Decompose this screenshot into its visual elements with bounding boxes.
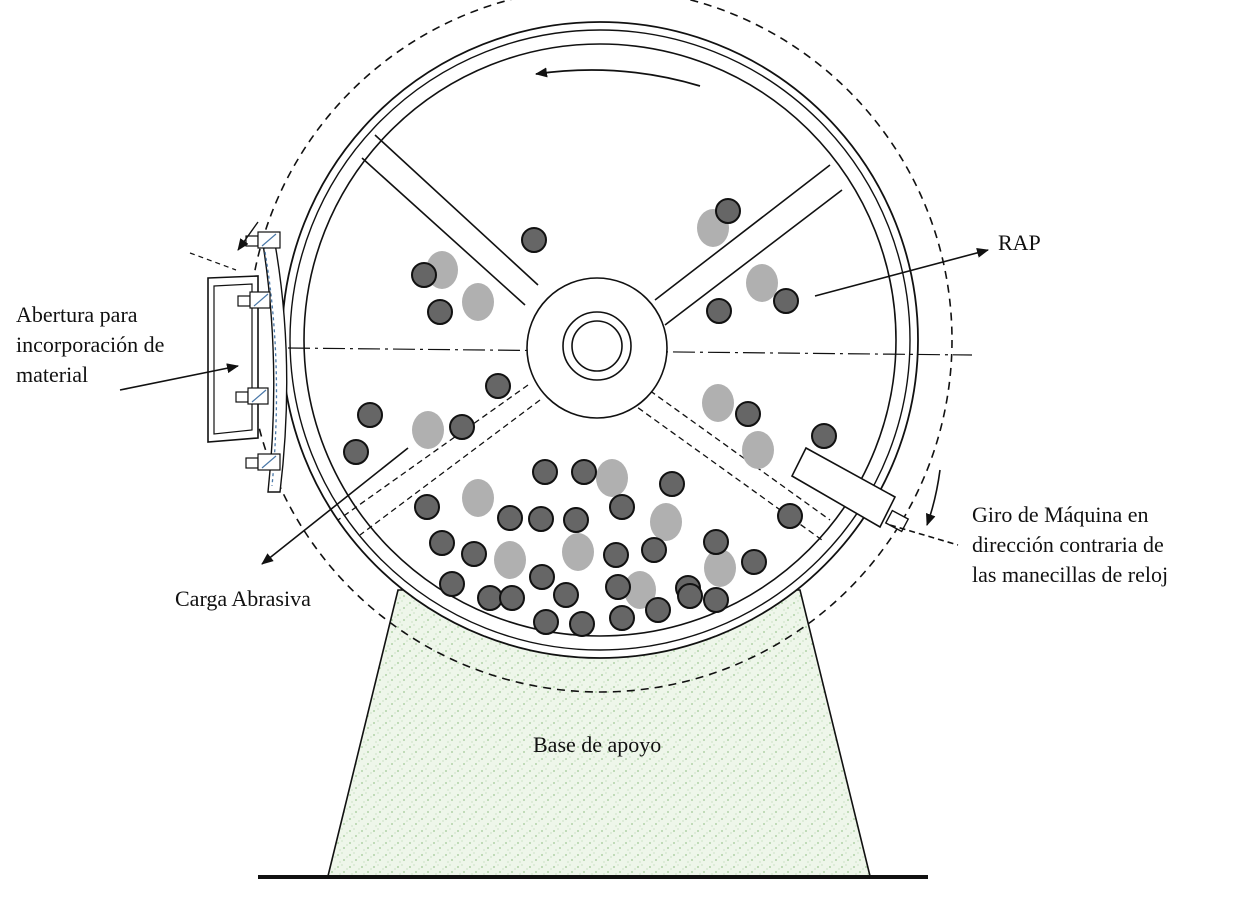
abrasive-ball: [735, 401, 761, 427]
abrasive-ball: [706, 298, 732, 324]
abrasive-ball: [532, 459, 558, 485]
rotation-arrow-right: [926, 469, 941, 526]
particles: [343, 198, 837, 637]
abrasive-ball: [715, 198, 741, 224]
label-loading-opening: Abertura para incorporación de material: [16, 302, 165, 387]
rap-particle: [562, 533, 594, 571]
label-leaders: [119, 247, 989, 565]
abrasive-ball: [485, 373, 511, 399]
abrasive-ball: [521, 227, 547, 253]
abrasive-ball: [605, 574, 631, 600]
abrasive-ball: [703, 587, 729, 613]
abrasive-ball: [553, 582, 579, 608]
abrasive-ball: [571, 459, 597, 485]
abrasive-ball: [411, 262, 437, 288]
rotation-arrow-top: [535, 67, 701, 87]
rap-particle: [704, 549, 736, 587]
label-rap: RAP: [998, 230, 1041, 255]
rap-particle: [742, 431, 774, 469]
abrasive-ball: [773, 288, 799, 314]
abrasive-ball: [677, 583, 703, 609]
rap-particle: [494, 541, 526, 579]
rap-particle: [650, 503, 682, 541]
rap-particle: [596, 459, 628, 497]
abrasive-ball: [343, 439, 369, 465]
rap-particle: [624, 571, 656, 609]
rotation-path-dashed: [247, 0, 953, 693]
central-hub: [526, 277, 668, 419]
upper-spokes: [361, 134, 843, 326]
abrasive-ball: [659, 471, 685, 497]
internal-shelf: [790, 446, 910, 533]
abrasive-ball: [357, 402, 383, 428]
abrasive-ball: [777, 503, 803, 529]
abrasive-ball: [603, 542, 629, 568]
rap-particle: [462, 283, 494, 321]
abrasive-ball: [645, 597, 671, 623]
rap-particle: [462, 479, 494, 517]
abrasive-ball: [563, 507, 589, 533]
abrasive-ball: [641, 537, 667, 563]
abrasive-ball: [741, 549, 767, 575]
rap-particle: [702, 384, 734, 422]
abrasive-ball: [477, 585, 503, 611]
abrasive-ball: [449, 414, 475, 440]
abrasive-ball: [811, 423, 837, 449]
rap-particle: [746, 264, 778, 302]
abrasive-ball: [529, 564, 555, 590]
abrasive-ball: [569, 611, 595, 637]
abrasive-ball: [499, 585, 525, 611]
label-rotation-direction: Giro de Máquina en dirección contraria d…: [972, 502, 1169, 587]
abrasive-ball: [427, 299, 453, 325]
abrasive-ball: [528, 506, 554, 532]
abrasive-ball: [429, 530, 455, 556]
support-base: [258, 589, 928, 879]
loading-door: [189, 221, 288, 493]
lower-spokes-dashed: [337, 384, 831, 541]
abrasive-ball: [533, 609, 559, 635]
label-abrasive-charge: Carga Abrasiva: [175, 586, 311, 611]
abrasive-ball: [609, 605, 635, 631]
abrasive-ball: [414, 494, 440, 520]
label-support-base: Base de apoyo: [533, 732, 662, 757]
abrasive-ball: [461, 541, 487, 567]
rap-particle: [412, 411, 444, 449]
abrasive-ball: [609, 494, 635, 520]
abrasive-ball: [439, 571, 465, 597]
abrasive-ball: [703, 529, 729, 555]
abrasive-ball: [497, 505, 523, 531]
